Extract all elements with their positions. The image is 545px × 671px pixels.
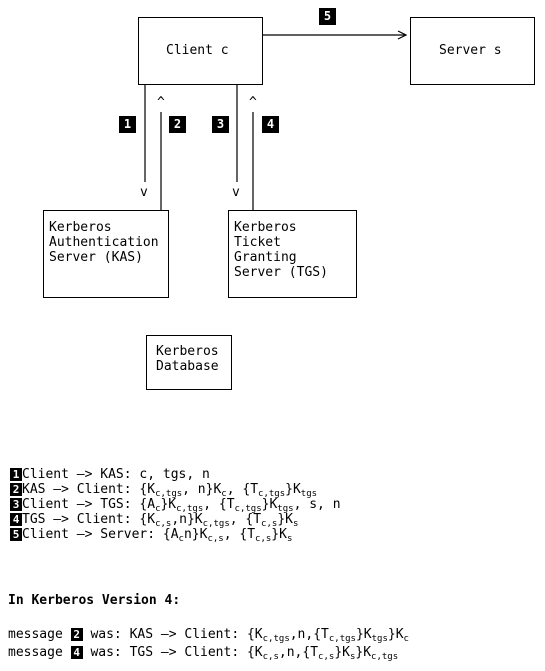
database-label: Kerberos Database [156,344,219,374]
message-2-badge: 2 [10,483,22,496]
server-box: Server s [410,17,535,85]
tgs-label: Kerberos Ticket Granting Server (TGS) [234,220,328,280]
kas-label: Kerberos Authentication Server (KAS) [49,220,159,265]
arrow-down-tgs: v [232,185,240,200]
message-5-badge: 5 [10,528,22,541]
database-box: Kerberos Database [146,335,232,390]
message-3-badge: 3 [10,498,22,511]
arrow-up-client-1: ^ [157,95,165,110]
tgs-box: Kerberos Ticket Granting Server (TGS) [228,210,357,298]
kas-box: Kerberos Authentication Server (KAS) [43,210,169,298]
client-box: Client c [138,17,263,85]
client-label: Client c [166,43,229,58]
client-server-arrowhead [397,30,408,40]
step-5-badge: 5 [319,8,336,25]
v4-message-4: message 4 was: TGS —> Client: {Kc,s,n,{T… [8,645,399,662]
v4-title: In Kerberos Version 4: [8,593,181,608]
step-4-badge: 4 [262,116,279,133]
message-1-badge: 1 [10,468,22,481]
arrow-down-kas: v [140,185,148,200]
arrow-up-client-2: ^ [249,95,257,110]
v4-message-4-badge: 4 [70,646,83,659]
step-2-badge: 2 [169,116,186,133]
v4-message-2-badge: 2 [70,628,83,641]
server-label: Server s [439,43,502,58]
v4-message-2: message 2 was: KAS —> Client: {Kc,tgs,n,… [8,627,409,644]
step-3-badge: 3 [212,116,229,133]
message-4-badge: 4 [10,513,22,526]
step-1-badge: 1 [119,116,136,133]
